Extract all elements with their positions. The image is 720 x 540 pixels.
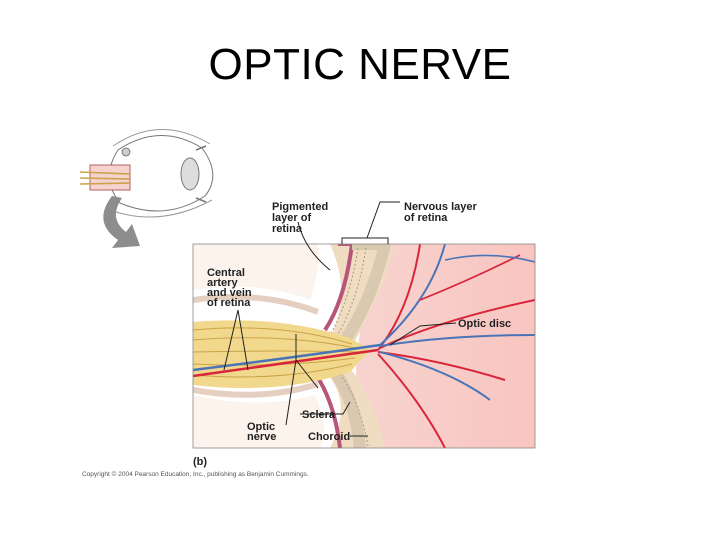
label-optic-disc: Optic disc — [458, 318, 511, 330]
label-pigmented-layer: Pigmented layer of retina — [272, 201, 331, 235]
leader-lines — [223, 201, 457, 437]
slide-title: OPTIC NERVE — [208, 40, 512, 89]
panel-label: (b) — [193, 456, 207, 468]
label-sclera: Sclera — [302, 409, 336, 421]
label-choroid: Choroid — [308, 431, 350, 443]
copyright-notice: Copyright © 2004 Pearson Education, Inc.… — [82, 470, 309, 478]
label-optic-nerve: Optic nerve — [247, 421, 278, 443]
label-nervous-layer: Nervous layer of retina — [404, 201, 480, 224]
cross-section-panel — [193, 244, 535, 448]
eye-inset — [79, 129, 214, 218]
label-central-artery-vein: Central artery and vein of retina — [207, 267, 255, 309]
zoom-arrow — [103, 196, 140, 248]
